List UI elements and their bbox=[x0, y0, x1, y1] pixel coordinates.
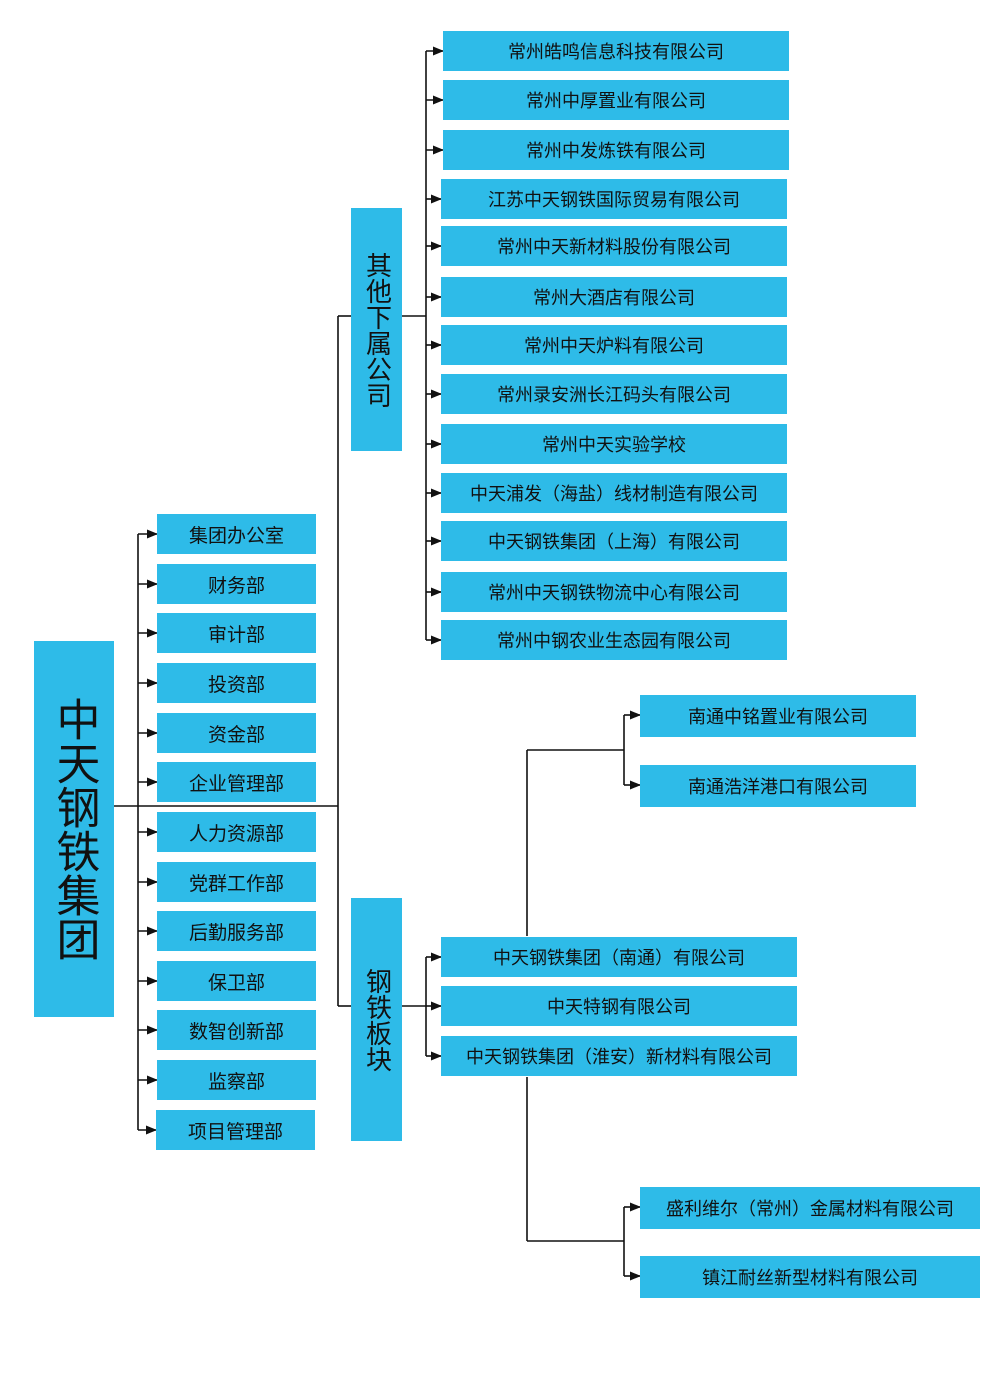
steel-company-box: 中天特钢有限公司 bbox=[441, 986, 797, 1026]
dept-box: 党群工作部 bbox=[157, 862, 316, 902]
steel-company-box: 中天钢铁集团（淮安）新材料有限公司 bbox=[441, 1036, 797, 1076]
company-box: 常州中天钢铁物流中心有限公司 bbox=[441, 572, 787, 612]
root-node: 中天钢铁集团 bbox=[34, 641, 114, 1017]
company-box: 常州中厚置业有限公司 bbox=[443, 80, 789, 120]
dept-box: 财务部 bbox=[157, 564, 316, 604]
company-box: 常州中钢农业生态园有限公司 bbox=[441, 620, 787, 660]
company-box: 常州皓鸣信息科技有限公司 bbox=[443, 31, 789, 71]
dept-box: 监察部 bbox=[157, 1060, 316, 1100]
steel-company-box: 中天钢铁集团（南通）有限公司 bbox=[441, 937, 797, 977]
company-box: 常州中发炼铁有限公司 bbox=[443, 130, 789, 170]
huaian-sub-box: 盛利维尔（常州）金属材料有限公司 bbox=[640, 1187, 980, 1229]
dept-box: 审计部 bbox=[157, 613, 316, 653]
huaian-sub-box: 镇江耐丝新型材料有限公司 bbox=[640, 1256, 980, 1298]
company-box: 中天钢铁集团（上海）有限公司 bbox=[441, 521, 787, 561]
group-other-subsidiaries: 其他下属公司 bbox=[351, 208, 402, 451]
dept-box: 数智创新部 bbox=[157, 1010, 316, 1050]
dept-box: 集团办公室 bbox=[157, 514, 316, 554]
company-box: 常州录安洲长江码头有限公司 bbox=[441, 374, 787, 414]
group-steel-segment: 钢铁板块 bbox=[351, 898, 402, 1141]
dept-box: 人力资源部 bbox=[157, 812, 316, 852]
company-box: 常州大酒店有限公司 bbox=[441, 277, 787, 317]
dept-box: 资金部 bbox=[157, 713, 316, 753]
company-box: 常州中天新材料股份有限公司 bbox=[441, 226, 787, 266]
group-label: 钢铁板块 bbox=[361, 967, 392, 1072]
nantong-sub-box: 南通浩洋港口有限公司 bbox=[640, 765, 916, 807]
company-box: 常州中天实验学校 bbox=[441, 424, 787, 464]
dept-box: 项目管理部 bbox=[156, 1110, 315, 1150]
company-box: 常州中天炉料有限公司 bbox=[441, 325, 787, 365]
dept-box: 企业管理部 bbox=[157, 762, 316, 802]
company-box: 江苏中天钢铁国际贸易有限公司 bbox=[441, 179, 787, 219]
nantong-sub-box: 南通中铭置业有限公司 bbox=[640, 695, 916, 737]
company-box: 中天浦发（海盐）线材制造有限公司 bbox=[441, 473, 787, 513]
dept-box: 投资部 bbox=[157, 663, 316, 703]
dept-box: 保卫部 bbox=[157, 961, 316, 1001]
root-label: 中天钢铁集团 bbox=[48, 697, 100, 961]
group-label: 其他下属公司 bbox=[361, 251, 392, 408]
dept-box: 后勤服务部 bbox=[157, 911, 316, 951]
